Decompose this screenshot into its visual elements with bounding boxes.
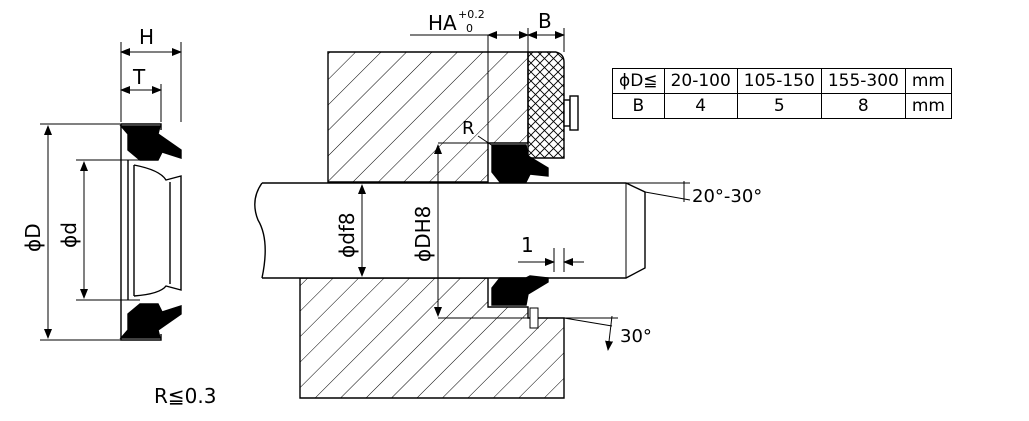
label-B: B (538, 9, 552, 33)
label-DH8: ϕDH8 (411, 206, 435, 262)
table-header-row: ϕD≦ 20-100 105-150 155-300 mm (612, 68, 952, 94)
table-cell: 4 (663, 93, 738, 119)
radius-note: R≦0.3 (154, 384, 217, 408)
table-cell: ϕD≦ (612, 68, 665, 94)
table-cell: mm (904, 68, 952, 94)
installation-view (254, 28, 691, 399)
label-angle-20-30: 20°-30° (692, 186, 762, 207)
table-row: B 4 5 8 mm (612, 93, 952, 119)
label-R: R (462, 118, 475, 139)
table-cell: 155-300 (820, 68, 906, 94)
table-cell: 8 (820, 93, 906, 119)
label-HA-upper-tolerance: +0.2 (458, 8, 485, 21)
label-df8: ϕdf8 (335, 212, 359, 258)
groove-width-table: ϕD≦ 20-100 105-150 155-300 mm B 4 5 8 mm (612, 68, 952, 119)
seal-section-view (40, 42, 182, 341)
table-cell: B (612, 93, 665, 119)
label-HA-lower-tolerance: 0 (466, 22, 473, 35)
label-H: H (139, 25, 154, 49)
label-d: ϕd (57, 222, 81, 248)
label-angle-30: 30° (620, 326, 652, 347)
table-cell: mm (904, 93, 952, 119)
label-D: ϕD (21, 223, 45, 252)
table-cell: 5 (736, 93, 822, 119)
table-cell: 20-100 (663, 68, 738, 94)
label-1: 1 (521, 233, 534, 257)
label-T: T (132, 65, 146, 89)
table-cell: 105-150 (736, 68, 822, 94)
label-HA: HA (428, 11, 457, 35)
